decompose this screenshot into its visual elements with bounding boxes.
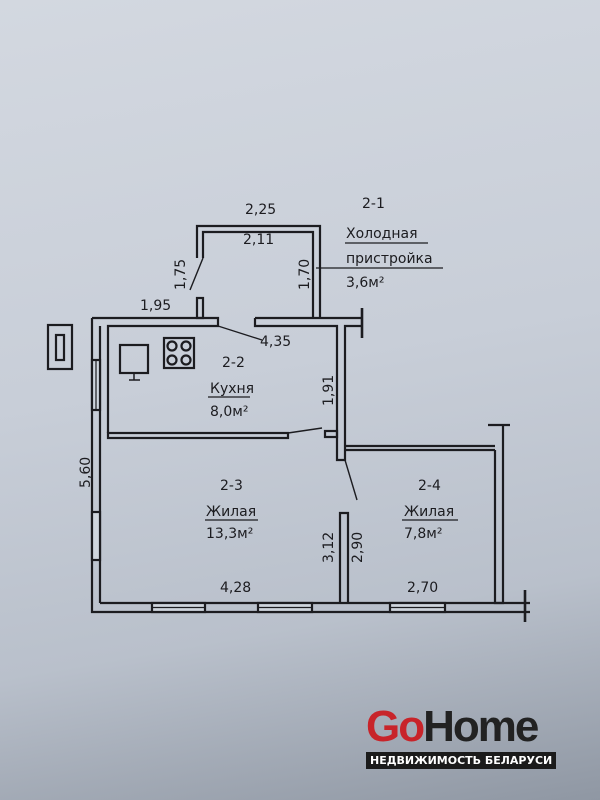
dim-kitchen-top-left: 1,95 [140, 298, 171, 314]
kitchen-top-right-wall [253, 316, 362, 462]
room4-top-wall [345, 444, 495, 452]
room-2-1-area: 3,6м² [346, 275, 384, 291]
room4-right-wall [488, 423, 510, 605]
room-2-1-name-2: пристройка [346, 251, 433, 267]
porch-walls [195, 224, 322, 318]
dim-room4-depth: 2,90 [350, 532, 366, 563]
room4-door-swing [344, 459, 358, 501]
walls [46, 224, 530, 622]
dim-porch-left: 1,75 [173, 259, 189, 290]
kitchen-top-left-wall [92, 316, 220, 433]
dim-room3-depth: 3,12 [321, 532, 337, 563]
room-2-4-id: 2-4 [418, 478, 441, 494]
room-2-2-area: 8,0м² [210, 404, 248, 420]
dim-kitchen-width: 4,35 [260, 334, 291, 350]
room-2-4-area: 7,8м² [404, 526, 442, 542]
window-left-2 [90, 510, 102, 562]
logo-go: Go [366, 702, 425, 751]
dim-room3-width: 4,28 [220, 580, 251, 596]
partition-room3-room4 [338, 511, 350, 603]
dim-left-total: 5,60 [78, 457, 94, 488]
dim-kitchen-depth: 1,91 [321, 375, 337, 406]
room-2-3-id: 2-3 [220, 478, 243, 494]
dim-porch-right: 1,70 [297, 259, 313, 290]
sink-icon [118, 343, 150, 375]
logo-home: Home [423, 702, 539, 751]
room-2-2-name: Кухня [210, 381, 254, 397]
partition-kitchen-room3 [106, 431, 290, 440]
leader-4-35 [217, 325, 263, 341]
porch-door-stub [195, 296, 205, 320]
stove-icon [162, 336, 196, 370]
room-2-3-area: 13,3м² [206, 526, 253, 542]
logo-tagline: НЕДВИЖИМОСТЬ БЕЛАРУСИ [366, 752, 557, 769]
outside-unit-icon [46, 323, 74, 371]
room-2-4-name: Жилая [404, 504, 454, 520]
room-2-2-id: 2-2 [222, 355, 245, 371]
dim-room4-width: 2,70 [407, 580, 438, 596]
room-2-1-name-1: Холодная [346, 226, 418, 242]
door-stub [323, 429, 339, 439]
dim-porch-inner-top: 2,11 [243, 232, 274, 248]
gohome-logo: GoHome НЕДВИЖИМОСТЬ БЕЛАРУСИ [366, 705, 566, 769]
room-2-1-id: 2-1 [362, 196, 385, 212]
kitchen-door-swing [287, 427, 323, 434]
room-2-3-name: Жилая [206, 504, 256, 520]
dim-porch-outer-top: 2,25 [245, 202, 276, 218]
porch-door-swing [189, 257, 204, 291]
left-wall [90, 318, 530, 614]
